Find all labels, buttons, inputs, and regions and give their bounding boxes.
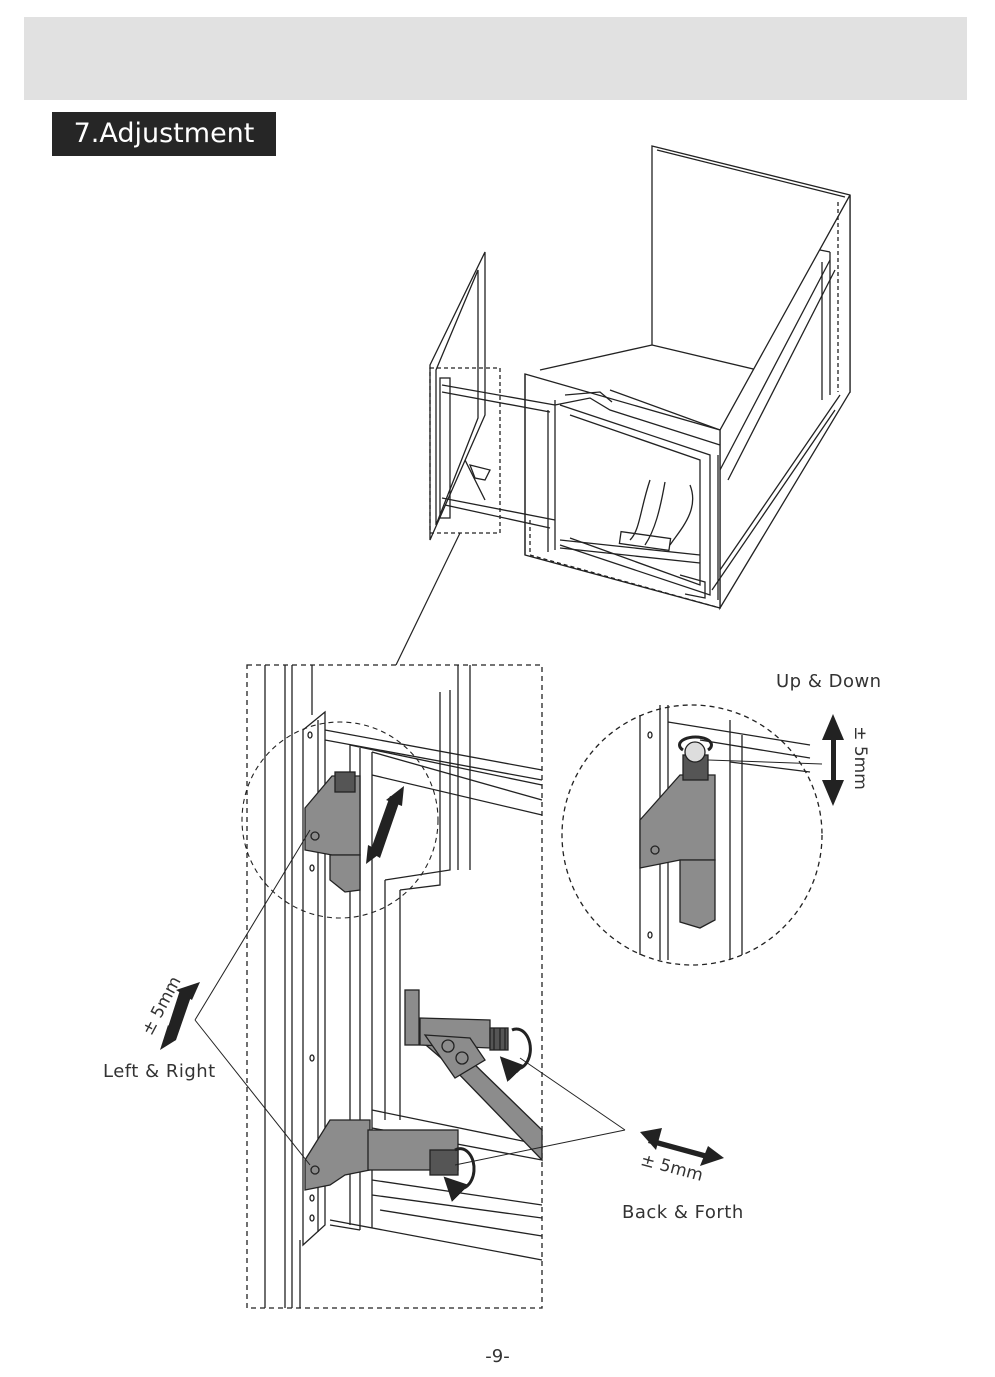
- zoom-detail: [561, 704, 823, 966]
- hinge-detail: [246, 664, 543, 1309]
- header-band: [24, 17, 967, 100]
- section-title: 7.Adjustment: [52, 112, 276, 156]
- page-number: -9-: [485, 1346, 510, 1367]
- hinge-adjust-arrow: [366, 786, 404, 864]
- up-down-arrow: [822, 714, 844, 806]
- rotate-arrow-lower: [443, 1147, 476, 1202]
- rotate-arrow-upper: [499, 1027, 532, 1082]
- cabinet-drawing: [429, 145, 851, 611]
- back-forth-arrow: [640, 1128, 724, 1166]
- up-down-tolerance: ± 5mm: [849, 726, 870, 790]
- left-right-arrow: [160, 982, 200, 1050]
- left-right-label: Left & Right: [103, 1061, 216, 1082]
- up-down-label: Up & Down: [776, 671, 882, 692]
- back-forth-label: Back & Forth: [622, 1202, 744, 1223]
- zoom-circle-small: [241, 721, 439, 919]
- detail-leader-line: [395, 532, 461, 666]
